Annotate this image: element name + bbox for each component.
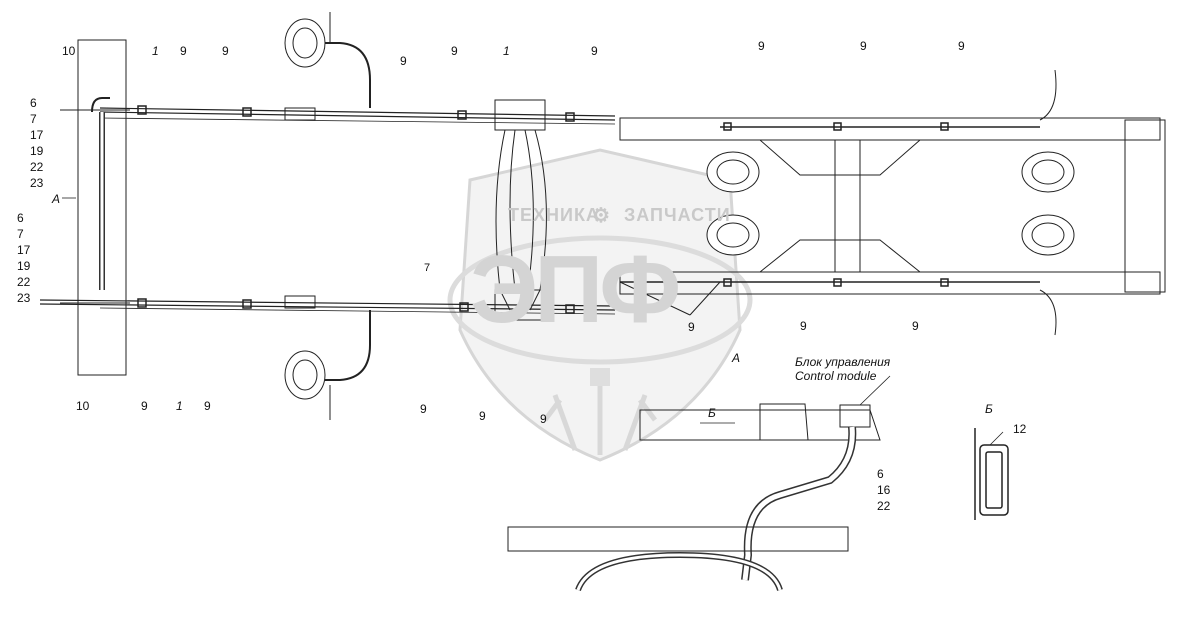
stack-item: 6	[17, 211, 24, 225]
brake-chamber-icon	[284, 12, 371, 121]
watermark-brand-left: ТЕХНИКА	[508, 205, 600, 225]
brake-chamber-icon	[1021, 214, 1075, 336]
brake-chamber-icon	[284, 295, 371, 420]
callout-1-top: 1	[152, 44, 159, 58]
detail-b	[974, 428, 1009, 520]
callout-7-small: 7	[424, 262, 431, 274]
view-b-section: Б	[985, 402, 993, 416]
stack-item: 22	[17, 275, 31, 289]
callout-9-bot-d: 9	[479, 409, 486, 423]
gear-icon: ⚙	[592, 205, 611, 227]
callout-10-top: 10	[62, 44, 76, 58]
view-b-detail: Б	[708, 406, 716, 420]
callout-1-top-b: 1	[503, 44, 510, 58]
left-stack-bottom: 6 7 17 19 22 23	[17, 212, 30, 308]
control-stack: 6 16 22	[877, 468, 890, 516]
brake-chamber-icon	[706, 214, 760, 256]
callout-9-bot-c: 9	[420, 402, 427, 416]
stack-item: 19	[30, 144, 44, 158]
stack-item: 7	[17, 227, 24, 241]
stack-item: 19	[17, 259, 31, 273]
stack-item: 23	[30, 176, 44, 190]
callout-9-mid-b: 9	[800, 319, 807, 333]
brake-chamber-icon	[706, 151, 760, 193]
cross-member	[494, 99, 547, 321]
callout-9-top-h: 9	[958, 39, 965, 53]
watermark-logo: ЭПФ	[470, 236, 681, 343]
control-module-label-en: Control module	[795, 369, 877, 383]
brake-chamber-icon	[1021, 69, 1075, 193]
detail-a	[507, 403, 881, 592]
stack-item: 23	[17, 291, 31, 305]
callout-9-top-c: 9	[400, 54, 407, 68]
right-frame	[619, 117, 1166, 316]
stack-item: 6	[30, 96, 37, 110]
callout-9-top-b: 9	[222, 44, 229, 58]
stack-item: 22	[30, 160, 44, 174]
callout-9-top-d: 9	[451, 44, 458, 58]
watermark-brand-right: ЗАПЧАСТИ	[624, 205, 731, 225]
callout-10-bot: 10	[76, 399, 90, 413]
callout-1-bot: 1	[176, 399, 183, 413]
watermark-shield	[447, 148, 753, 462]
stack-item: 16	[877, 483, 891, 497]
callout-9-bot-b: 9	[204, 399, 211, 413]
callout-9-top-f: 9	[758, 39, 765, 53]
left-stack-top: 6 7 17 19 22 23	[30, 97, 43, 193]
view-a-left: А	[52, 192, 61, 206]
callout-9-top-e: 9	[591, 44, 598, 58]
callout-9-bot-e: 9	[540, 412, 547, 426]
top-harness	[91, 97, 616, 290]
control-module-title: Блок управления Control module	[795, 355, 890, 383]
stack-item: 17	[30, 128, 44, 142]
control-module-label-ru: Блок управления	[795, 355, 891, 369]
callout-12: 12	[1013, 422, 1027, 436]
leader-lines	[62, 197, 1004, 446]
stack-item: 22	[877, 499, 891, 513]
callout-9-mid-c: 9	[912, 319, 919, 333]
stack-item: 6	[877, 467, 884, 481]
stack-item: 7	[30, 112, 37, 126]
callout-9-top-g: 9	[860, 39, 867, 53]
bottom-harness	[39, 298, 616, 315]
left-frame	[60, 39, 130, 376]
callout-9-mid-a: 9	[688, 320, 695, 334]
stack-item: 17	[17, 243, 31, 257]
view-a-detail: А	[732, 351, 741, 365]
callout-9-bot-a: 9	[141, 399, 148, 413]
callout-9-top-a: 9	[180, 44, 187, 58]
